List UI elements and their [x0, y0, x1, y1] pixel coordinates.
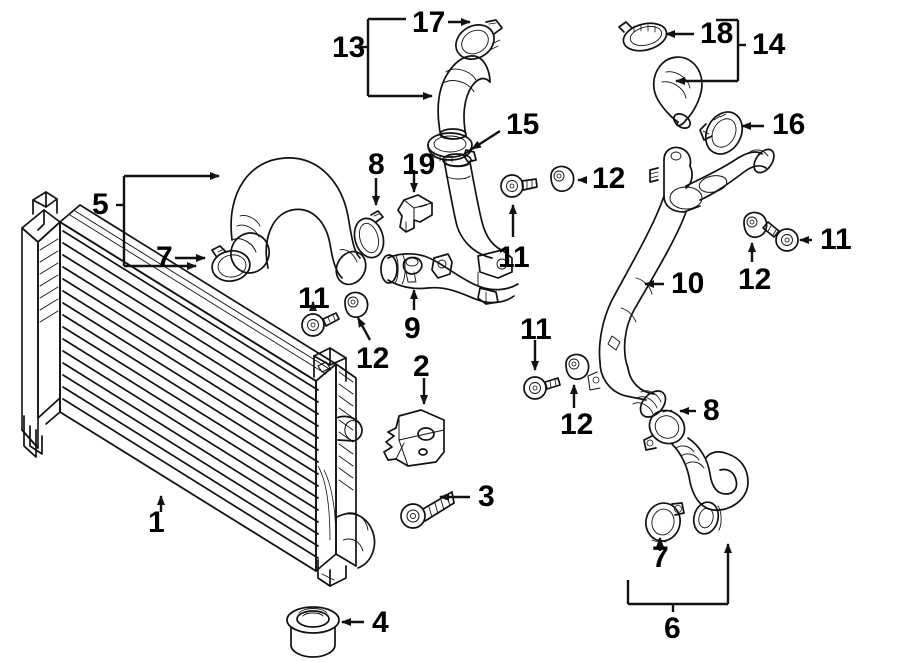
- leader-lines: [116, 17, 812, 626]
- callout-3: 3: [478, 480, 495, 513]
- callout-7b: 7: [652, 541, 669, 574]
- upper-clamp-17-art: [455, 19, 503, 60]
- clamp-18-art: [618, 21, 668, 52]
- callout-9: 9: [404, 312, 421, 345]
- hose-clamp-left-art: [211, 245, 251, 282]
- clamp-16-art: [699, 111, 744, 155]
- callout-8a: 8: [368, 148, 385, 181]
- screw-long-art: [400, 491, 455, 529]
- callout-12d: 12: [560, 408, 594, 441]
- rubber-mount-art: [286, 606, 340, 658]
- upper-hose-assembly-art: [230, 157, 367, 286]
- right-elbow-hose-art: [652, 56, 703, 129]
- callout-13: 13: [332, 31, 366, 64]
- center-charge-pipe-art: [380, 153, 519, 305]
- temperature-sensor-art: [397, 194, 433, 233]
- callout-12b: 12: [592, 162, 626, 195]
- mounting-bracket-art: [383, 409, 445, 467]
- callout-11c: 11: [820, 223, 852, 256]
- callout-8b: 8: [703, 394, 720, 427]
- intercooler-core-art: [21, 191, 376, 587]
- callout-14: 14: [752, 28, 786, 61]
- bolt-d-art: [523, 376, 561, 400]
- callout-19: 19: [402, 148, 436, 181]
- callout-15: 15: [506, 108, 540, 141]
- lower-hose-art: [671, 437, 749, 535]
- callout-6: 6: [664, 612, 681, 645]
- bushing-b-art: [550, 165, 575, 193]
- callout-12c: 12: [738, 263, 772, 296]
- callout-18: 18: [700, 17, 734, 50]
- right-charge-pipe-art: [587, 146, 775, 418]
- callout-7a: 7: [156, 241, 173, 274]
- callout-12a: 12: [356, 342, 390, 375]
- bushing-d-art: [565, 353, 590, 381]
- bushing-c-art: [743, 211, 768, 239]
- bolt-a-art: [301, 312, 340, 337]
- callout-10: 10: [671, 267, 705, 300]
- callout-17: 17: [412, 6, 446, 39]
- callout-4: 4: [372, 606, 389, 639]
- callout-11b: 11: [498, 241, 530, 274]
- callout-11a: 11: [298, 282, 330, 315]
- callout-11d: 11: [520, 313, 552, 346]
- hose-clamp-bottom-art: [645, 502, 685, 543]
- callout-1: 1: [148, 506, 165, 539]
- callout-2: 2: [413, 350, 430, 383]
- spring-clamp-right-art: [643, 409, 686, 451]
- callout-5: 5: [92, 188, 109, 221]
- callout-16: 16: [772, 108, 806, 141]
- upper-elbow-hose-art: [437, 55, 491, 140]
- bolt-c-art: [762, 221, 799, 252]
- bushing-a-art: [344, 291, 369, 319]
- bolt-b-art: [500, 174, 538, 198]
- spring-clamp-center-art: [353, 210, 385, 259]
